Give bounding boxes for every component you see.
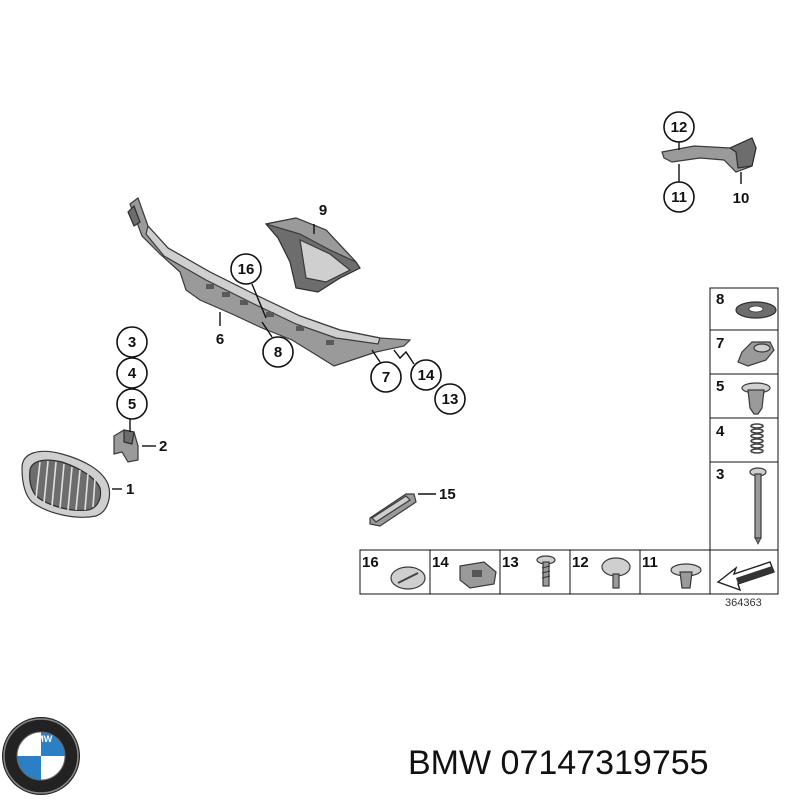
callout-2: 2: [159, 438, 167, 455]
part-caption: BMW 07147319755: [408, 738, 793, 788]
hardware-label-14: 14: [432, 554, 449, 571]
callout-9: 9: [319, 202, 327, 219]
callout-14: 14: [418, 367, 435, 384]
callout-5-circle: [116, 388, 148, 420]
hardware-label-12: 12: [572, 554, 589, 571]
callout-7-circle: [370, 361, 402, 393]
callout-3-circle: [116, 326, 148, 358]
hardware-label-11: 11: [642, 554, 658, 571]
clip-part: [737, 341, 775, 367]
callout-7: 7: [382, 369, 390, 386]
rivet-clip-part: [670, 563, 702, 589]
callout-14-circle: [410, 359, 442, 391]
callout-8: 8: [274, 344, 282, 361]
callout-16: 16: [238, 261, 255, 278]
diagram-reference-number: 364363: [725, 597, 762, 609]
hardware-label-13: 13: [502, 554, 519, 571]
callout-13-circle: [434, 383, 466, 415]
washer-part: [735, 301, 777, 319]
hardware-label-16: 16: [362, 554, 379, 571]
logo-letters: BMW: [30, 734, 53, 744]
hardware-label-5: 5: [716, 378, 724, 395]
bmw-roundel-icon: BMW: [2, 717, 80, 795]
kidney-grille-part: [21, 450, 111, 518]
callout-4: 4: [128, 365, 137, 382]
spring-part: [750, 423, 764, 454]
callout-13: 13: [442, 391, 459, 408]
callout-5: 5: [128, 396, 136, 413]
callout-11: 11: [671, 189, 687, 206]
callout-16-circle: [230, 253, 262, 285]
hardware-label-8: 8: [716, 291, 724, 308]
trim-strip-part: [369, 493, 417, 527]
part-number: 07147319755: [500, 744, 709, 782]
bracket-part: [113, 429, 139, 463]
callout-6: 6: [216, 331, 224, 348]
callout-8-circle: [262, 336, 294, 368]
push-rivet-part: [601, 557, 631, 589]
callout-4-circle: [116, 357, 148, 389]
hardware-label-3: 3: [716, 466, 724, 483]
speed-nut-part: [459, 561, 497, 589]
hardware-label-7: 7: [716, 335, 724, 352]
brand-name: BMW: [408, 744, 492, 782]
callout-15: 15: [439, 486, 456, 503]
trim-end-part: [661, 137, 757, 173]
cowl-panel-part: [127, 197, 412, 367]
direction-arrow-icon: [716, 561, 775, 592]
hardware-label-4: 4: [716, 423, 725, 440]
plug-part: [390, 566, 426, 590]
cowl-cover-part: [264, 217, 361, 293]
callout-12: 12: [671, 119, 688, 136]
callout-10: 10: [733, 190, 750, 207]
callout-3: 3: [128, 334, 136, 351]
hardware-table: [359, 287, 779, 595]
bolt-part: [749, 467, 767, 545]
callout-1: 1: [126, 481, 134, 498]
screw-part: [536, 555, 556, 587]
expansion-nut-part: [741, 382, 771, 415]
